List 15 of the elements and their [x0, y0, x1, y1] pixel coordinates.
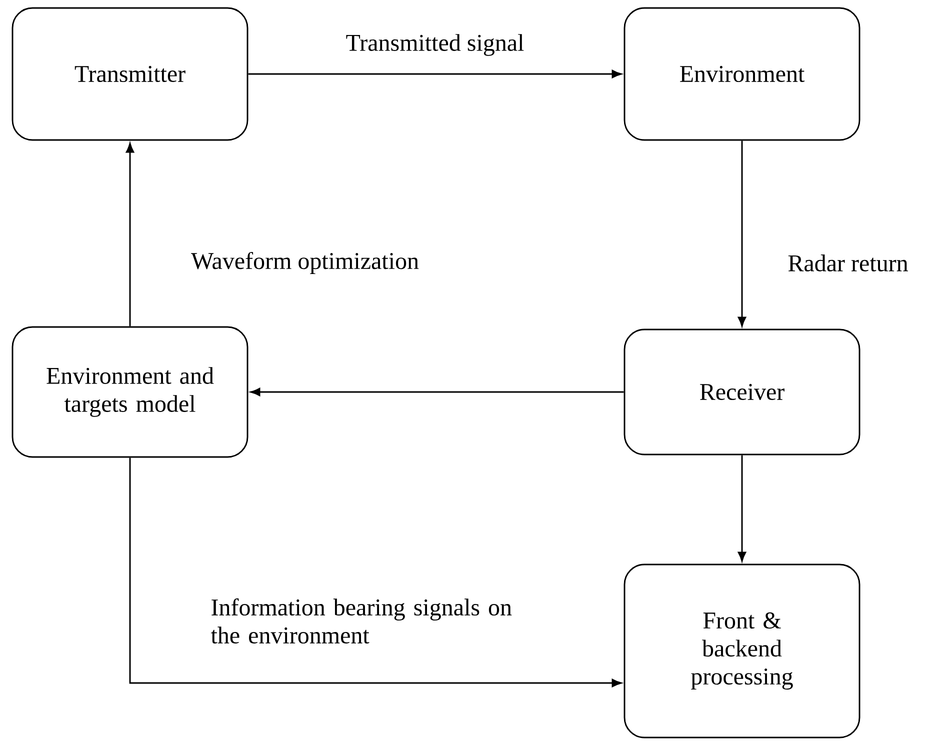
arrow — [738, 455, 746, 562]
arrow — [248, 70, 622, 78]
edge-label: Waveform optimization — [191, 252, 419, 274]
arrow — [738, 140, 746, 327]
process-box: Front & backend processing — [624, 564, 860, 738]
process-box: Environment — [624, 7, 860, 141]
arrow — [126, 142, 134, 326]
arrow — [250, 388, 624, 396]
edge-label: Radar return — [788, 254, 908, 272]
process-box: Transmitter — [12, 7, 248, 141]
edge-label: Information bearing signals on the environment — [210, 598, 512, 644]
arrow — [129, 458, 622, 688]
edge-label: Transmitted signal — [346, 34, 524, 56]
process-box: Receiver — [624, 328, 860, 456]
process-box: Environment and targets model — [12, 326, 248, 458]
